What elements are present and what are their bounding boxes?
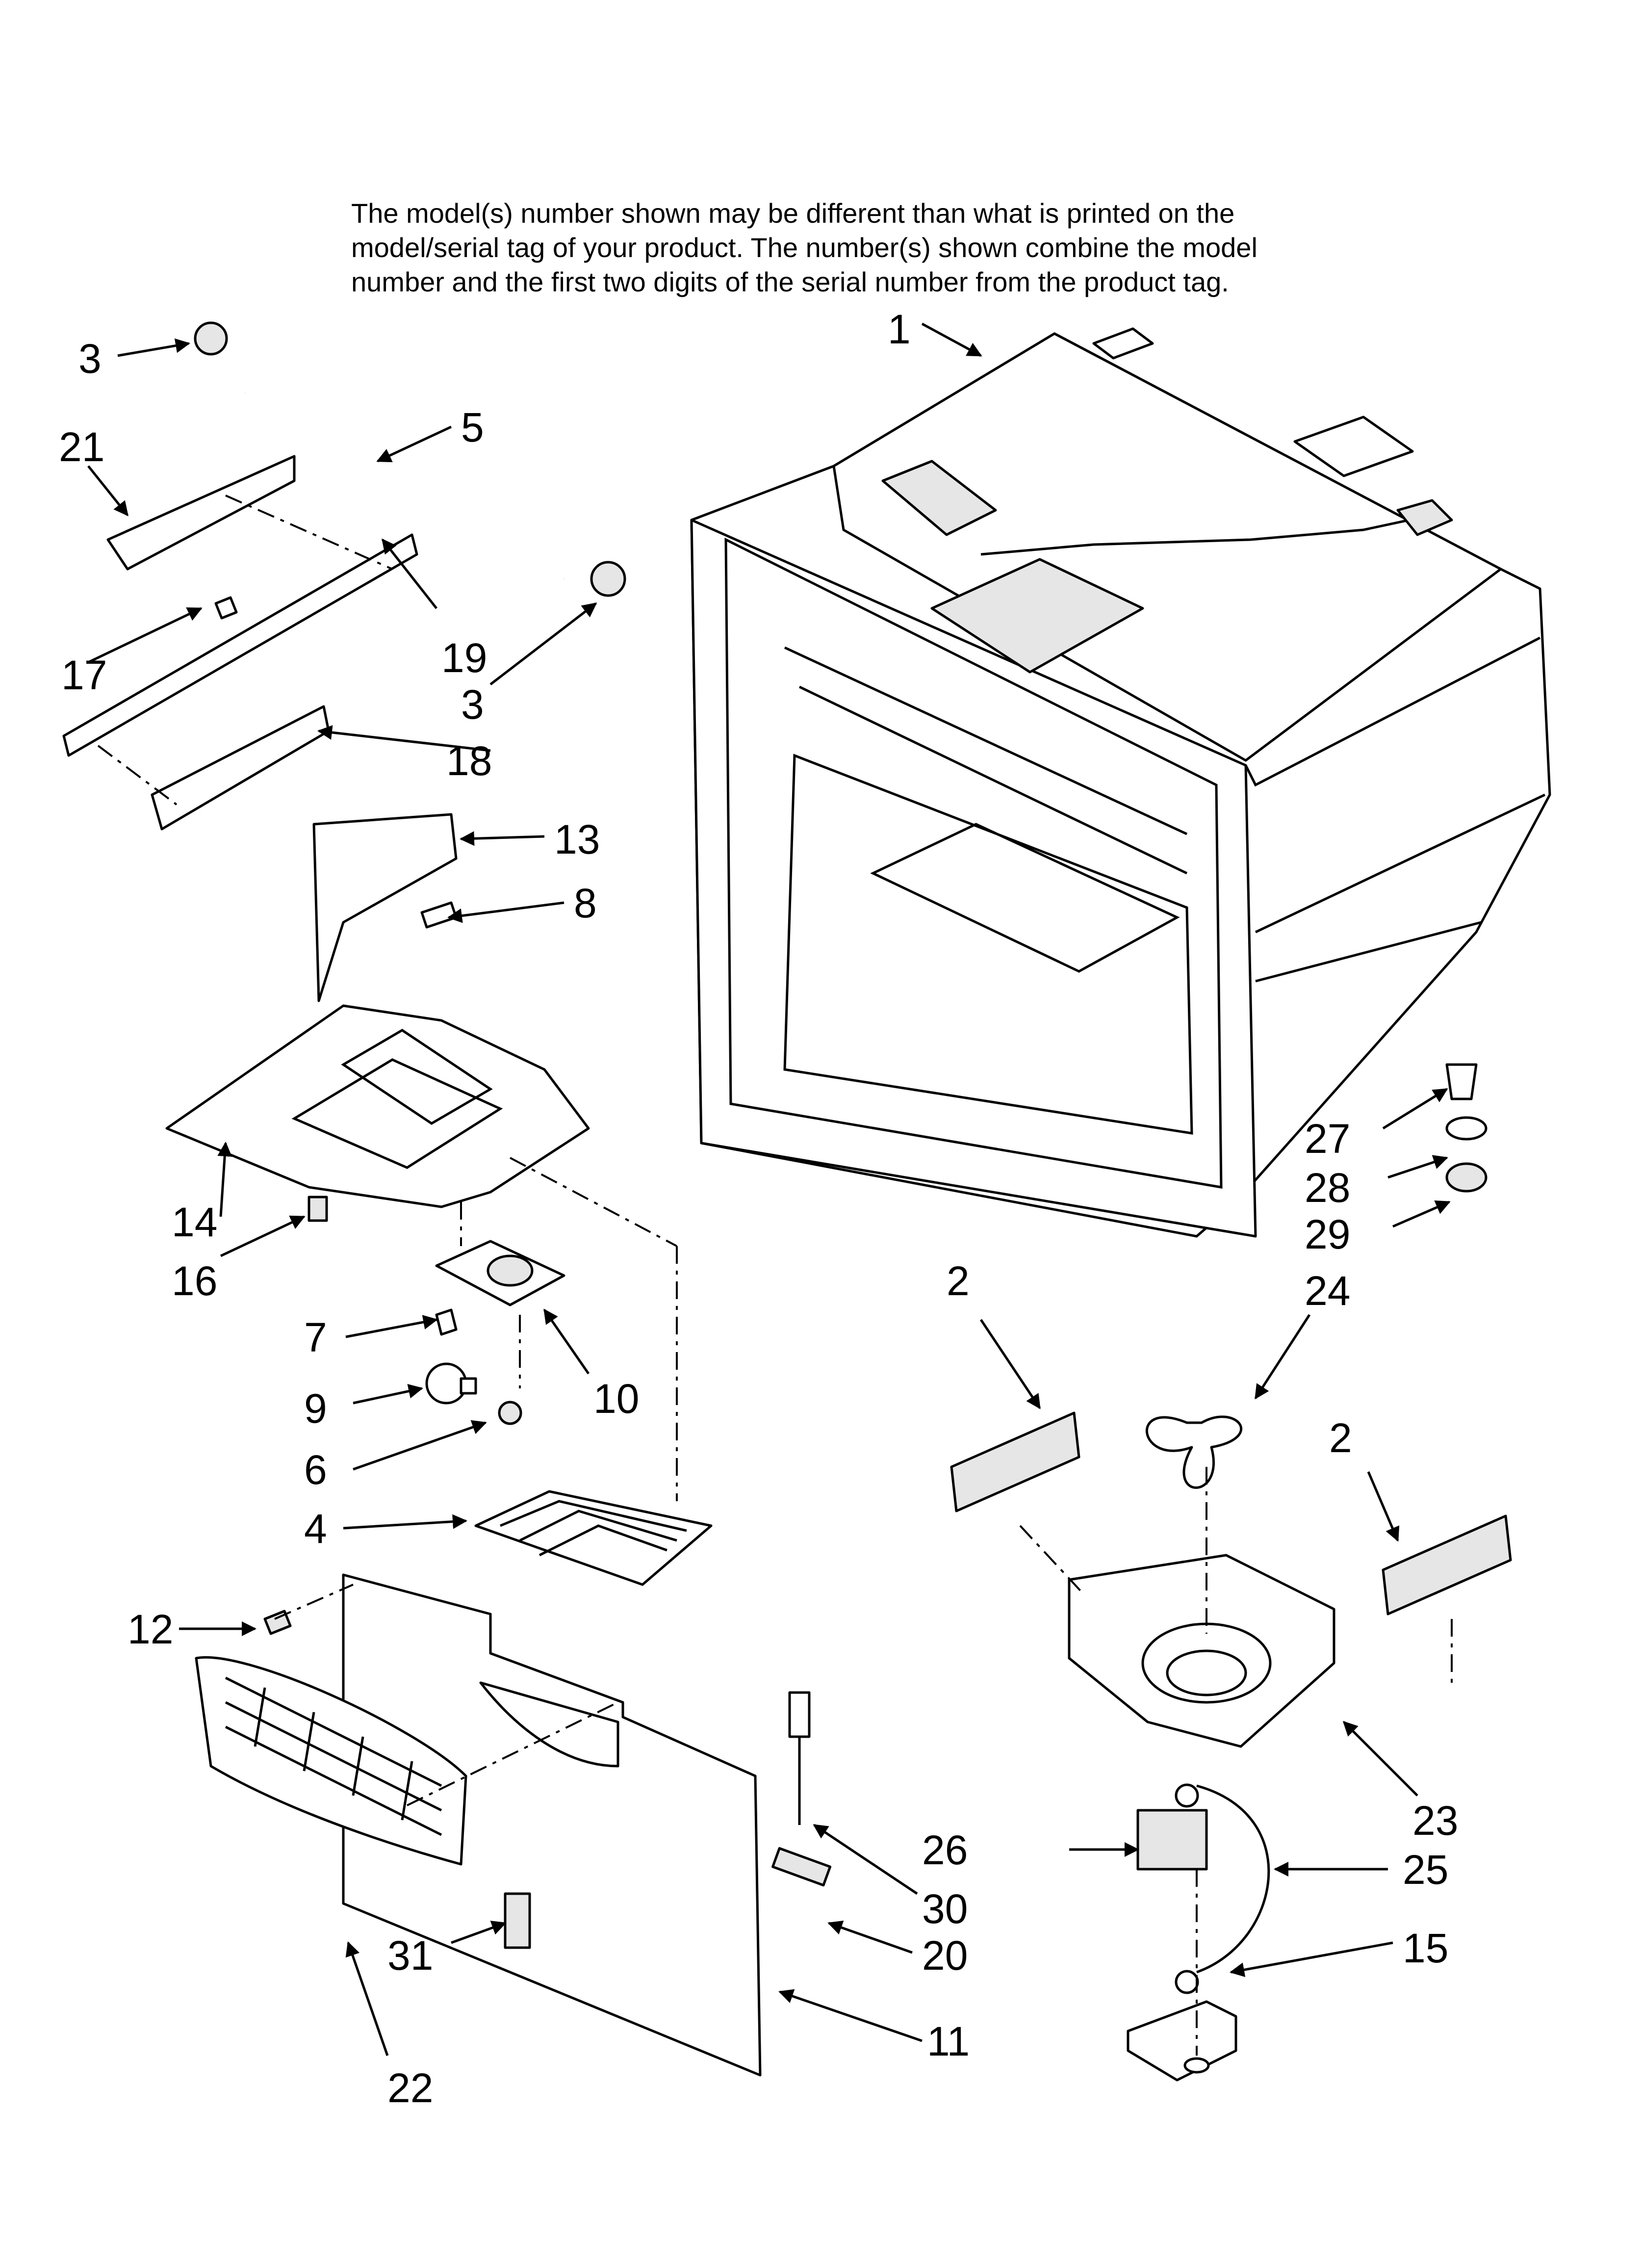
rear-panel-part <box>263 1573 832 2077</box>
callout-12: 12 <box>128 1606 173 1652</box>
pinion-gear-top <box>194 321 228 356</box>
callout-20: 20 <box>922 1932 968 1979</box>
header-line-1: The model(s) number shown may be differe… <box>351 198 1235 229</box>
callout-11: 11 <box>927 2018 970 2064</box>
callout-15: 15 <box>1403 1925 1448 1971</box>
leader-arrows <box>87 322 1451 2056</box>
pinion-gear-bottom <box>590 561 626 597</box>
callout-28: 28 <box>1305 1165 1350 1211</box>
callout-31: 31 <box>387 1932 433 1979</box>
callout-26: 26 <box>922 1827 968 1873</box>
thermistor-part <box>788 1691 811 1825</box>
callout-9: 9 <box>304 1385 327 1432</box>
callout-6: 6 <box>304 1447 327 1493</box>
light-shield-part <box>474 1490 713 1586</box>
callout-24: 24 <box>1305 1268 1350 1314</box>
callout-3b: 3 <box>461 681 484 728</box>
bracket-part <box>312 813 458 1002</box>
vent-grille-part <box>195 1656 618 1949</box>
callout-7: 7 <box>304 1314 327 1360</box>
callout-18: 18 <box>446 738 492 784</box>
callout-17: 17 <box>61 652 107 698</box>
callout-14: 14 <box>172 1199 217 1245</box>
callout-1: 1 <box>888 306 911 352</box>
header-note: The model(s) number shown may be differe… <box>351 196 1479 299</box>
light-housing-part <box>165 1004 678 1501</box>
callout-5: 5 <box>461 404 484 450</box>
callout-4: 4 <box>304 1506 327 1552</box>
freezer-liner-part <box>690 327 1551 1238</box>
callout-16: 16 <box>172 1258 217 1304</box>
callout-13: 13 <box>554 816 600 862</box>
drawer-rail-assembly <box>62 321 626 831</box>
header-line-3: number and the first two digits of the s… <box>351 266 1229 297</box>
callout-27: 27 <box>1305 1116 1350 1162</box>
callout-2b: 2 <box>1329 1415 1352 1461</box>
callout-25: 25 <box>1403 1847 1448 1893</box>
callout-21: 21 <box>59 424 104 470</box>
callout-29: 29 <box>1305 1211 1350 1257</box>
lamp-parts <box>425 1240 565 1425</box>
callout-labels: 1 2 2 3 3 4 5 6 7 8 9 10 11 12 13 14 15 … <box>59 306 1458 2111</box>
callout-22: 22 <box>387 2065 433 2111</box>
callout-19: 19 <box>441 635 487 681</box>
callout-3a: 3 <box>78 336 102 382</box>
callout-10: 10 <box>593 1376 639 1422</box>
callout-30: 30 <box>922 1886 968 1932</box>
callout-8: 8 <box>574 880 597 926</box>
fan-assembly-part <box>950 1063 1512 2082</box>
header-line-2: model/serial tag of your product. The nu… <box>351 232 1257 263</box>
callout-23: 23 <box>1412 1798 1458 1844</box>
callout-2a: 2 <box>947 1258 970 1304</box>
